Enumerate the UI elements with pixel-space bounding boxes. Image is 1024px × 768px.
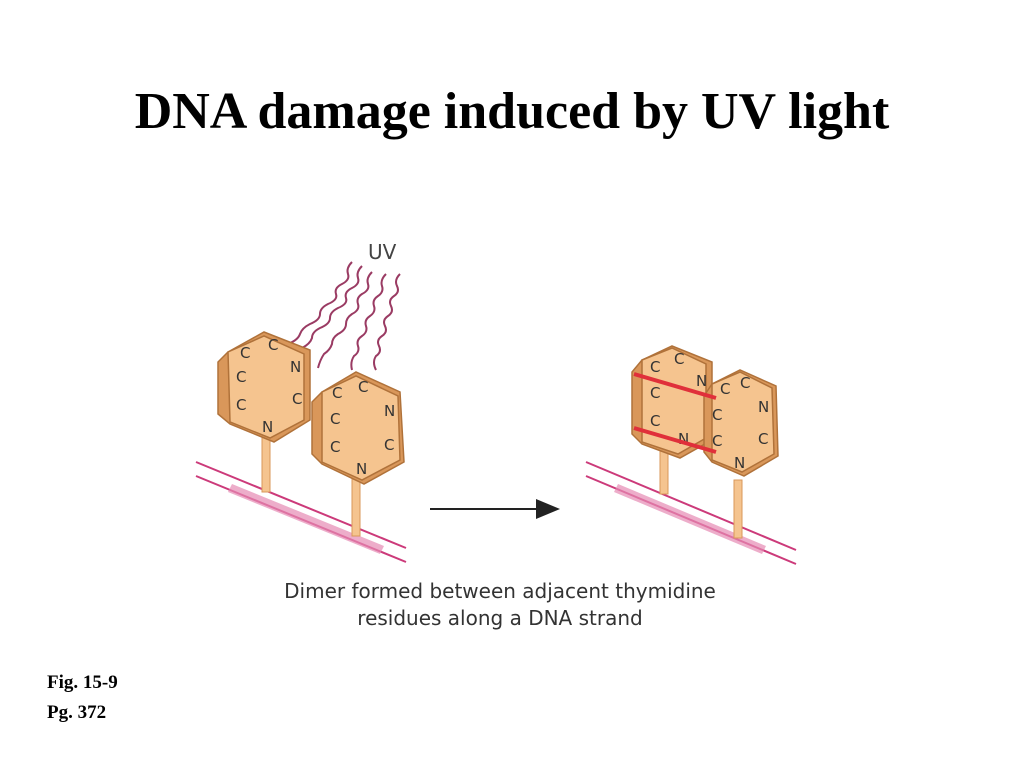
atom-label: C	[292, 390, 302, 408]
atom-label: C	[712, 406, 722, 424]
caption-line-2: residues along a DNA strand	[357, 606, 643, 630]
thymine-ring-left-a: C C N C N C C	[217, 331, 311, 443]
base-stalk	[261, 431, 271, 493]
thymine-ring-left-b: C C N C N C C	[311, 371, 405, 485]
atom-label: C	[236, 396, 246, 414]
atom-label: C	[236, 368, 246, 386]
uv-ray-2	[293, 265, 363, 361]
atom-label: C	[712, 432, 722, 450]
dimer-bond-upper	[633, 372, 717, 400]
uv-rays	[277, 261, 401, 371]
atom-label: N	[734, 454, 745, 472]
atom-label: C	[332, 384, 342, 402]
atom-label: C	[330, 438, 340, 456]
atom-label: C	[720, 380, 730, 398]
page-reference: Pg. 372	[47, 702, 107, 723]
slide-title: DNA damage induced by UV light	[134, 83, 890, 140]
atom-label: C	[330, 410, 340, 428]
thymine-dimer-ring-a: C C N N C C	[631, 345, 713, 459]
atom-label: C	[740, 374, 750, 392]
atom-label: C	[240, 344, 250, 362]
atom-label: C	[650, 358, 660, 376]
dna-strand-left	[195, 461, 407, 563]
atom-label: N	[356, 460, 367, 478]
atom-label: C	[358, 378, 368, 396]
uv-label: UV	[368, 240, 397, 264]
thymine-dimer-ring-b: C C N C N C C	[703, 369, 779, 477]
atom-label: C	[384, 436, 394, 454]
uv-ray-3	[317, 271, 373, 369]
figure-caption: Dimer formed between adjacent thymidine …	[200, 578, 800, 632]
atom-label: N	[696, 372, 707, 390]
uv-ray-4	[350, 273, 387, 371]
atom-label: N	[384, 402, 395, 420]
dna-strand-right	[585, 461, 797, 565]
atom-label: N	[290, 358, 301, 376]
atom-label: N	[262, 418, 273, 436]
atom-label: C	[674, 350, 684, 368]
uv-ray-1	[277, 261, 353, 355]
caption-line-1: Dimer formed between adjacent thymidine	[284, 579, 716, 603]
figure-reference: Fig. 15-9	[47, 672, 118, 693]
base-stalk	[659, 449, 669, 495]
atom-label: C	[650, 412, 660, 430]
base-stalk	[733, 479, 743, 539]
atom-label: C	[650, 384, 660, 402]
atom-label: N	[758, 398, 769, 416]
uv-ray-5	[373, 273, 401, 371]
atom-label: C	[758, 430, 768, 448]
atom-label: C	[268, 336, 278, 354]
dimer-bond-lower	[633, 426, 717, 454]
atom-label: N	[678, 430, 689, 448]
